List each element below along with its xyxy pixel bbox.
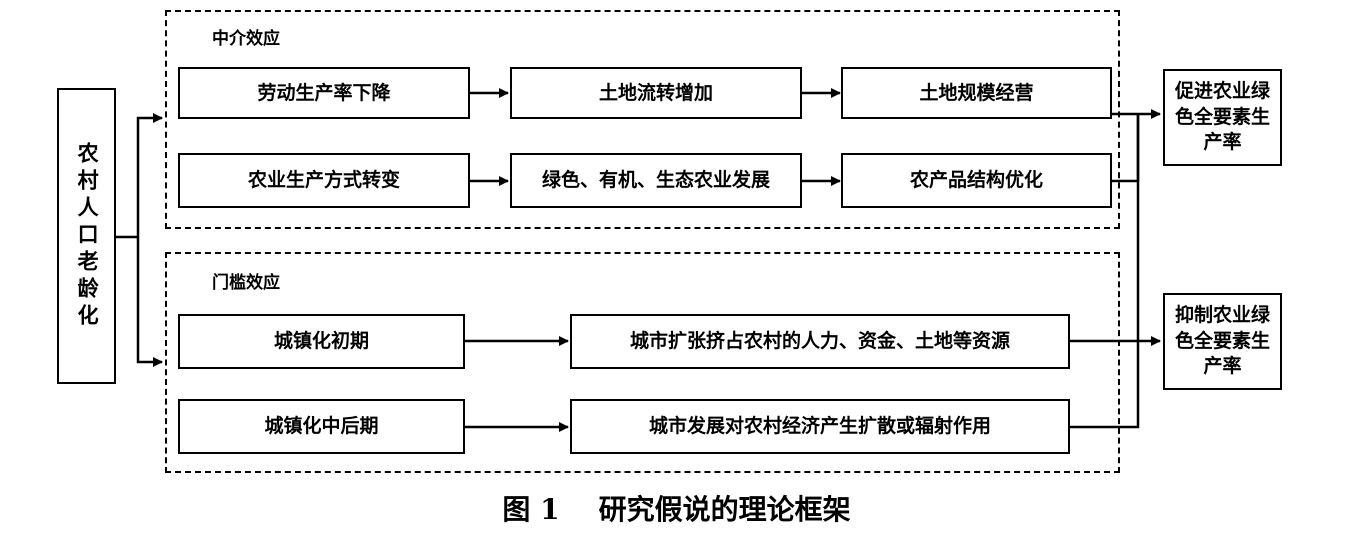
edge-t2-to-promote bbox=[1070, 114, 1140, 429]
source-label: 农村人口老龄化 bbox=[75, 141, 100, 331]
edge-source-to-mediating bbox=[136, 113, 163, 237]
source-box: 农村人口老龄化 bbox=[57, 88, 116, 384]
threshold-row1-node2: 城市扩张挤占农村的人力、资金、土地等资源 bbox=[570, 314, 1070, 369]
threshold-row2-node1: 城镇化中后期 bbox=[178, 399, 465, 454]
outcome-promote-box: 促进农业绿色全要素生产率 bbox=[1163, 69, 1282, 166]
edge-source-to-threshold bbox=[136, 237, 163, 367]
outcome-inhibit-box: 抑制农业绿色全要素生产率 bbox=[1163, 293, 1282, 390]
mediating-row2-node1: 农业生产方式转变 bbox=[178, 153, 470, 208]
threshold-row2-node2: 城市发展对农村经济产生扩散或辐射作用 bbox=[570, 399, 1070, 454]
mediating-row2-node3: 农产品结构优化 bbox=[841, 153, 1112, 208]
mediating-row1-node3: 土地规模经营 bbox=[841, 67, 1112, 119]
outcome-inhibit-label: 抑制农业绿色全要素生产率 bbox=[1174, 304, 1270, 378]
mediating-row2-node2: 绿色、有机、生态农业发展 bbox=[510, 153, 802, 208]
threshold-effect-group bbox=[165, 252, 1120, 473]
threshold-row1-node1: 城镇化初期 bbox=[178, 314, 465, 369]
threshold-effect-title: 门槛效应 bbox=[212, 273, 280, 293]
figure-caption: 图 1 研究假说的理论框架 bbox=[502, 493, 851, 526]
mediating-effect-title: 中介效应 bbox=[212, 29, 280, 49]
mediating-effect-group bbox=[165, 10, 1120, 229]
outcome-promote-label: 促进农业绿色全要素生产率 bbox=[1174, 80, 1270, 154]
mediating-row1-node1: 劳动生产率下降 bbox=[178, 67, 470, 119]
mediating-row1-node2: 土地流转增加 bbox=[510, 67, 802, 119]
